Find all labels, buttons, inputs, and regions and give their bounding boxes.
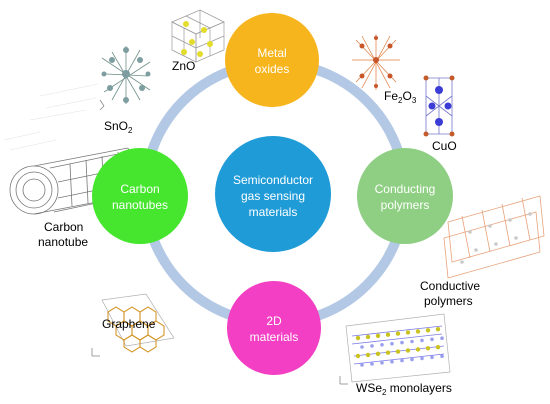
cuo-atoms xyxy=(423,75,455,137)
fe2o3-label: Fe2O3 xyxy=(384,89,417,105)
wse2-atom xyxy=(425,328,431,333)
metal-oxides-label-line1: Metal xyxy=(257,46,286,60)
wse2-atom xyxy=(365,352,371,358)
fe2o3-atoms xyxy=(359,36,393,88)
zno-atoms xyxy=(181,21,213,57)
conducting-polymers-label-line2: polymers xyxy=(381,198,430,212)
carbon-nanotubes-label-line2: nanotubes xyxy=(112,198,168,212)
wse2-atom xyxy=(380,361,384,365)
cuo-label: CuO xyxy=(432,139,457,153)
2d-materials-label-line2: materials xyxy=(250,330,299,344)
wse2-atom xyxy=(400,340,404,345)
wse2-atom xyxy=(365,334,371,340)
wse2-atom xyxy=(380,343,384,347)
wse2-atom xyxy=(415,329,421,334)
center-label-line1: Semiconductor xyxy=(233,173,313,187)
node-center: Semiconductor gas sensing materials xyxy=(215,136,331,252)
wse2-atom xyxy=(355,335,361,341)
conducting-polymers-label-line1: Conducting xyxy=(375,182,436,196)
wse2-atom xyxy=(395,331,401,336)
wse2-atom xyxy=(440,354,444,359)
wse2-atom xyxy=(410,339,414,344)
sno2-atoms xyxy=(101,47,151,103)
conductive-polymers-label-line2: polymers xyxy=(424,294,473,308)
wse2-atom xyxy=(425,346,431,351)
wse2-atom xyxy=(435,327,441,332)
node-2d-materials: 2D materials xyxy=(227,281,321,375)
wse2-atom xyxy=(355,353,361,359)
center-label-line3: materials xyxy=(249,205,298,219)
wse2-atom xyxy=(360,345,364,349)
wse2-atom xyxy=(400,358,404,363)
conductive-polymer-atoms xyxy=(460,212,532,264)
sno2-label: SnO2 xyxy=(104,119,133,135)
wse2-atom xyxy=(430,355,434,360)
wse2-atom xyxy=(360,363,364,367)
node-metal-oxides: Metal oxides xyxy=(225,13,319,107)
wse2-atom xyxy=(385,332,391,337)
axis-triad-icons xyxy=(91,99,348,385)
metal-oxides-label-line2: oxides xyxy=(255,62,290,76)
wse2-atom xyxy=(440,336,444,341)
conductive-polymers-label-line1: Conductive xyxy=(420,279,480,293)
graphene-label: Graphene xyxy=(102,317,156,331)
wse2-atom xyxy=(405,330,411,335)
wse2-atom xyxy=(390,341,394,346)
wse2-label: WSe2 monolayers xyxy=(356,381,452,397)
center-label-line2: gas sensing xyxy=(241,189,305,203)
wse2-atom xyxy=(420,356,424,361)
zno-label: ZnO xyxy=(172,59,195,73)
wse2-atoms xyxy=(355,327,444,367)
wse2-atom xyxy=(410,357,414,362)
wse2-atom xyxy=(430,337,434,342)
wse2-atom xyxy=(405,348,411,353)
wse2-atom xyxy=(420,338,424,343)
wse2-atom xyxy=(395,349,401,354)
conductive-polymer-structure xyxy=(443,195,545,279)
node-conducting-polymers: Conducting polymers xyxy=(357,148,453,244)
carbon-nanotubes-label-line1: Carbon xyxy=(120,182,159,196)
carbon-nanotube-label-line2: nanotube xyxy=(38,235,88,249)
wse2-atom xyxy=(375,333,381,338)
wse2-atom xyxy=(385,350,391,355)
wse2-atom xyxy=(370,362,374,366)
wse2-atom xyxy=(390,359,394,364)
wse2-atom xyxy=(375,351,381,356)
graphene-structure xyxy=(101,293,175,353)
wse2-atom xyxy=(370,344,374,348)
wse2-atom xyxy=(415,347,421,352)
carbon-nanotube-label-line1: Carbon xyxy=(44,220,83,234)
node-carbon-nanotubes: Carbon nanotubes xyxy=(92,148,188,244)
wse2-atom xyxy=(435,345,441,350)
nanotube-faint-lattice xyxy=(3,83,99,151)
2d-materials-label-line1: 2D xyxy=(266,314,282,328)
